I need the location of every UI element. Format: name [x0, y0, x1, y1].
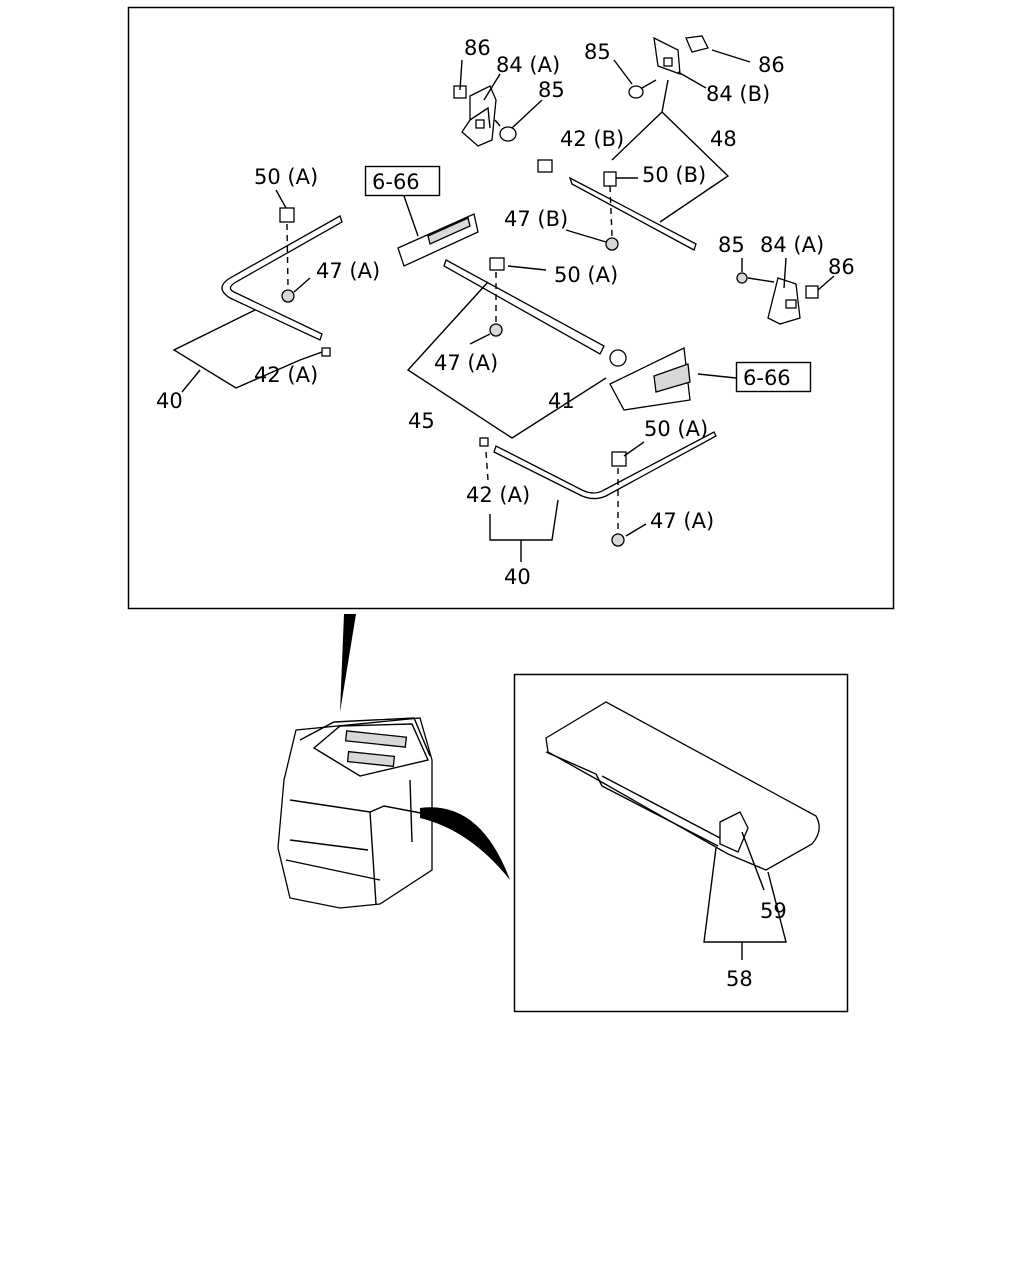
label-47b: 47 (B): [504, 207, 568, 231]
label-50a-left: 50 (A): [254, 165, 318, 189]
label-85-right: 85: [718, 233, 745, 257]
label-59: 59: [760, 899, 787, 923]
trim-panel-upper: [397, 213, 479, 267]
label-42a-bottom: 42 (A): [466, 483, 530, 507]
label-85-top-right: 85: [584, 40, 611, 64]
label-84a-top: 84 (A): [496, 53, 560, 77]
clip-85-top-right: [628, 79, 657, 99]
label-42a-left: 42 (A): [254, 363, 318, 387]
label-84a-right: 84 (A): [760, 233, 824, 257]
ref-box-6-66-top: [364, 165, 441, 197]
label-45: 45: [408, 409, 435, 433]
label-86-right: 86: [828, 255, 855, 279]
label-40-bottom: 40: [504, 565, 531, 589]
label-58: 58: [726, 967, 753, 991]
main-detail-frame: [127, 6, 895, 610]
sun-visor: [545, 701, 820, 871]
trim-panel-right: [609, 347, 691, 411]
bracket-84b: [653, 35, 709, 75]
label-6-66-top: 6-66: [372, 170, 420, 194]
label-47a-mid: 47 (A): [434, 351, 498, 375]
molding-48: [537, 159, 697, 251]
screw-47a-mid: [489, 323, 503, 337]
cab-callout-curve: [420, 807, 510, 880]
molding-45: [443, 257, 605, 355]
label-86-top-right: 86: [758, 53, 785, 77]
ref-box-6-66-right: [735, 361, 812, 393]
label-48: 48: [710, 127, 737, 151]
label-42b: 42 (B): [560, 127, 624, 151]
rail-40-bottom: [479, 431, 717, 500]
label-47a-bottom: 47 (A): [650, 509, 714, 533]
label-40-left: 40: [156, 389, 183, 413]
label-50a-mid: 50 (A): [554, 263, 618, 287]
label-47a-left: 47 (A): [316, 259, 380, 283]
screw-47a-left: [281, 289, 295, 303]
label-6-66-right: 6-66: [743, 366, 791, 390]
screw-47b: [605, 237, 619, 251]
label-86-top-left: 86: [464, 36, 491, 60]
clip-85-top-left: [494, 119, 517, 142]
inset-detail-frame: [513, 673, 849, 1013]
label-41: 41: [548, 389, 575, 413]
view-pointer-arrow: [340, 614, 356, 712]
rail-40-left: [221, 207, 343, 357]
label-50a-bottom: 50 (A): [644, 417, 708, 441]
screw-47a-bottom: [611, 533, 625, 547]
bracket-84a-right: [736, 272, 819, 325]
bracket-84a-top: [453, 85, 497, 147]
label-50b: 50 (B): [642, 163, 706, 187]
cab-illustration: [277, 717, 433, 909]
label-85-top-left: 85: [538, 78, 565, 102]
label-84b: 84 (B): [706, 82, 770, 106]
